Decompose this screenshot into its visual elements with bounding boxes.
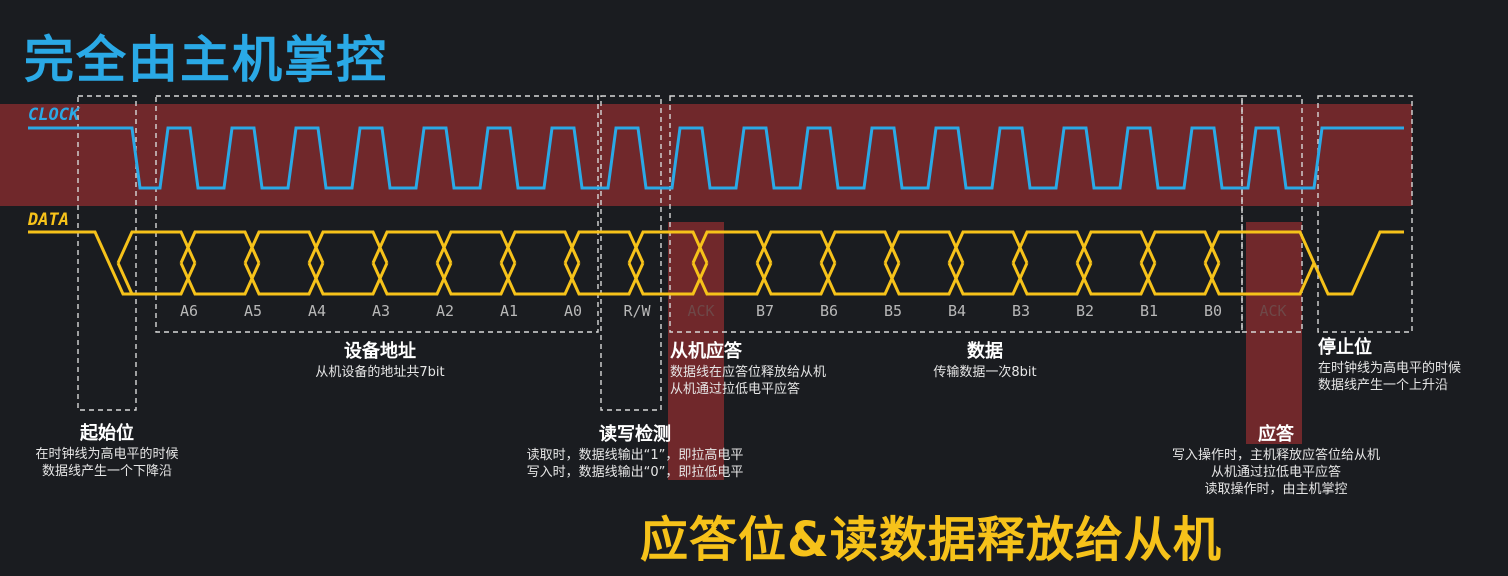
rw-annotation: 读写检测 读取时，数据线输出“1”，即拉高电平 写入时，数据线输出“0”，即拉低… xyxy=(490,423,780,481)
rw-title: 读写检测 xyxy=(599,424,671,445)
bit-label-a2-4: A2 xyxy=(435,302,455,320)
page-title: 完全由主机掌控 xyxy=(24,31,388,89)
bit-label-b0-16: B0 xyxy=(1203,302,1223,320)
slave-ack-annotation: 从机应答 数据线在应答位释放给从机 从机通过拉低电平应答 xyxy=(670,340,826,398)
data-label: DATA xyxy=(28,210,69,230)
stop-bit-line-1: 在时钟线为高电平的时候 xyxy=(1318,361,1462,376)
bit-label-b1-15: B1 xyxy=(1139,302,1159,320)
slave-ack-line-2: 从机通过拉低电平应答 xyxy=(670,382,801,397)
bit-label-b2-14: B2 xyxy=(1075,302,1095,320)
data-annotation: 数据 传输数据一次8bit xyxy=(880,340,1090,381)
start-bit-line-2: 数据线产生一个下降沿 xyxy=(41,464,172,479)
stop-bit-line-2: 数据线产生一个上升沿 xyxy=(1318,378,1449,393)
bit-label-a3-3: A3 xyxy=(371,302,391,320)
ack2-annotation: 应答 写入操作时，主机释放应答位给从机 从机通过拉低电平应答 读取操作时，由主机… xyxy=(1140,423,1412,498)
ack2-title: 应答 xyxy=(1258,424,1294,445)
data-title: 数据 xyxy=(967,341,1003,362)
data-start-edge xyxy=(28,230,132,296)
slave-ack-band xyxy=(668,222,724,480)
address-box xyxy=(155,95,599,333)
slave-ack-line-1: 数据线在应答位释放给从机 xyxy=(670,365,827,380)
rw-box xyxy=(600,95,662,411)
data-cell-top-17 xyxy=(1203,230,1316,264)
data-line: 传输数据一次8bit xyxy=(933,365,1037,380)
bit-label-b5-11: B5 xyxy=(883,302,903,320)
bit-label-a0-6: A0 xyxy=(563,302,583,320)
ack2-line-2: 从机通过拉低电平应答 xyxy=(1210,465,1341,480)
address-annotation: 设备地址 从机设备的地址共7bit xyxy=(270,340,490,381)
address-line: 从机设备的地址共7bit xyxy=(315,365,445,380)
bit-label-a6-0: A6 xyxy=(179,302,199,320)
data-cell-bottom-17 xyxy=(1203,262,1316,296)
bit-label-b4-12: B4 xyxy=(947,302,967,320)
bit-label-ack-8: ACK xyxy=(687,302,715,320)
ack2-box xyxy=(1241,95,1303,333)
start-bit-title: 起始位 xyxy=(80,423,134,444)
clock-waveform xyxy=(28,126,1404,190)
stop-bit-title: 停止位 xyxy=(1318,337,1372,358)
data-byte-box xyxy=(669,95,1243,333)
start-bit-line-1: 在时钟线为高电平的时候 xyxy=(35,447,179,462)
ack2-line-3: 读取操作时，由主机掌控 xyxy=(1204,482,1348,497)
bit-label-a5-1: A5 xyxy=(243,302,263,320)
address-title: 设备地址 xyxy=(344,341,416,362)
stop-bit-box xyxy=(1317,95,1413,333)
ack2-line-1: 写入操作时，主机释放应答位给从机 xyxy=(1171,448,1380,463)
start-bit-box xyxy=(77,95,137,411)
data-stop-edge xyxy=(1312,230,1404,296)
bit-label-b3-13: B3 xyxy=(1011,302,1031,320)
slave-ack-title: 从机应答 xyxy=(670,341,742,362)
rw-line-2: 写入时，数据线输出“0”，即拉低电平 xyxy=(526,465,744,480)
bit-label-a1-5: A1 xyxy=(499,302,519,320)
bit-label-b7-9: B7 xyxy=(755,302,775,320)
bit-label-ack-17: ACK xyxy=(1259,302,1287,320)
stop-bit-annotation: 停止位 在时钟线为高电平的时候 数据线产生一个上升沿 xyxy=(1318,336,1461,394)
clock-label: CLOCK xyxy=(28,105,80,125)
bit-label-b6-10: B6 xyxy=(819,302,839,320)
release-banner: 应答位&读数据释放给从机 xyxy=(640,512,1222,568)
bit-label-rw-7: R/W xyxy=(623,302,651,320)
ack2-band xyxy=(1246,222,1302,444)
start-bit-annotation: 起始位 在时钟线为高电平的时候 数据线产生一个下降沿 xyxy=(0,422,214,480)
data-waveform xyxy=(28,230,1404,296)
rw-line-1: 读取时，数据线输出“1”，即拉高电平 xyxy=(526,448,744,463)
bit-label-a4-2: A4 xyxy=(307,302,327,320)
